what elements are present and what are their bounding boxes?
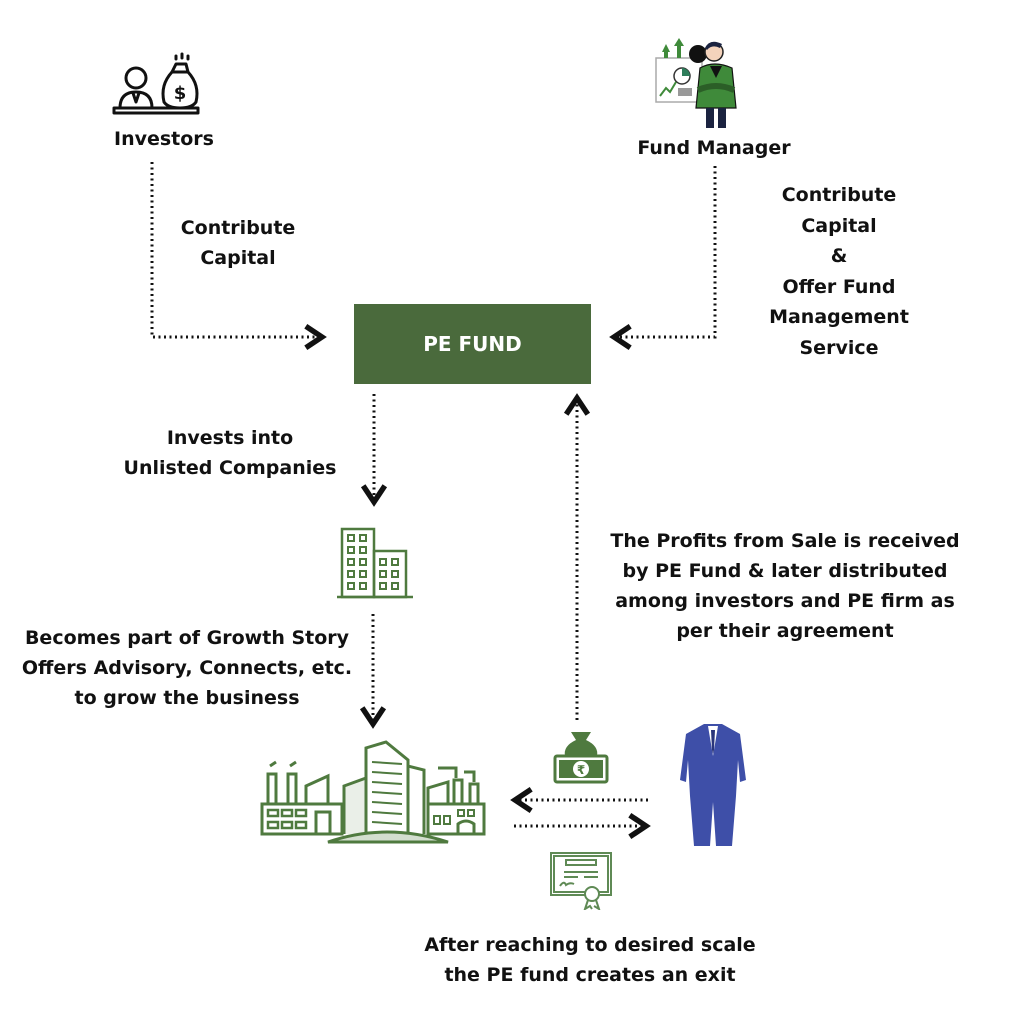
edge-label-line: Capital [801, 214, 877, 237]
edge-label-line: the PE fund creates an exit [444, 964, 736, 986]
edge-label-line: Offer Fund [782, 275, 896, 298]
edge-label-growth: Becomes part of Growth Story Offers Advi… [12, 623, 362, 713]
edge-label-line: Contribute [781, 184, 897, 206]
pe-fund-label: PE FUND [423, 332, 522, 356]
edge-label-line: Capital [200, 247, 276, 269]
edge-label-manager-contribute: Contribute Capital & Offer Fund Manageme… [758, 180, 920, 364]
edge-label-line: Becomes part of Growth Story [24, 627, 350, 649]
edge-label-invests: Invests into Unlisted Companies [110, 423, 350, 483]
edge-label-line: After reaching to desired scale [424, 934, 756, 956]
edge-label-line: to grow the business [74, 687, 300, 709]
svg-text:₹: ₹ [577, 763, 585, 777]
edge-label-line: by PE Fund & later distributed [622, 560, 948, 582]
edge-label-line: Contribute [180, 217, 296, 239]
fund-manager-analytics-icon [652, 34, 748, 130]
edge-label-line: Offers Advisory, Connects, etc. [21, 657, 353, 679]
edge-label-line: per their agreement [676, 620, 894, 642]
edge-label-line: Unlisted Companies [123, 457, 337, 479]
fund-manager-label: Fund Manager [637, 137, 791, 159]
certificate-icon [550, 852, 612, 912]
edge-label-line: The Profits from Sale is received [610, 530, 960, 552]
edge-label-line: among investors and PE firm as [615, 590, 955, 612]
investor-money-bag-icon: $ [110, 50, 202, 120]
edge-label-line: Management [769, 306, 909, 329]
investors-label: Investors [114, 128, 214, 150]
svg-text:$: $ [174, 83, 187, 104]
rupee-money-bag-icon: ₹ [553, 728, 609, 784]
industrial-city-icon [258, 738, 488, 844]
suit-buyer-icon [680, 720, 746, 846]
edge-label-profits: The Profits from Sale is received by PE … [600, 526, 970, 646]
office-building-icon [337, 526, 413, 600]
edge-label-investors-contribute: Contribute Capital [158, 213, 318, 273]
arrow-manager-to-fund [609, 166, 717, 351]
edge-label-line: & [830, 245, 848, 268]
edge-label-line: Invests into [166, 427, 294, 449]
edge-label-line: Service [799, 336, 879, 359]
pe-fund-node: PE FUND [354, 304, 591, 384]
edge-label-exit: After reaching to desired scale the PE f… [400, 930, 780, 990]
